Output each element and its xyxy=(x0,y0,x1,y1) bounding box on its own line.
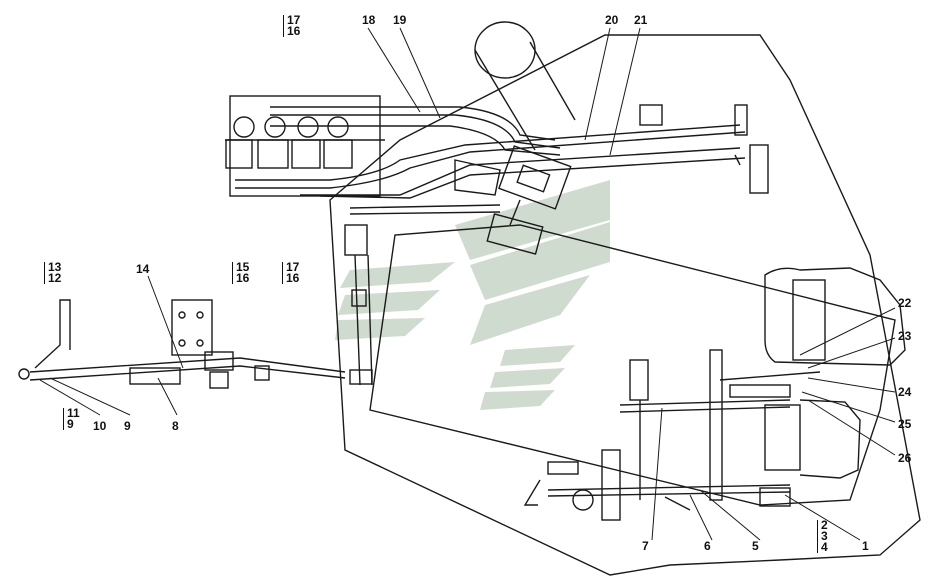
callout-19: 19 xyxy=(393,13,407,27)
callout-17: 17 xyxy=(286,260,300,274)
callout-12: 12 xyxy=(48,271,62,285)
leader-lines xyxy=(39,27,896,541)
callout-14: 14 xyxy=(136,262,150,276)
top-tube-bundle xyxy=(225,21,769,199)
callout-21: 21 xyxy=(634,13,648,27)
left-rod-assembly xyxy=(18,299,346,389)
callout-stack-17-16-top: 17 16 xyxy=(283,13,301,38)
callout-6: 6 xyxy=(704,539,711,553)
callout-16: 16 xyxy=(287,24,301,38)
callout-24: 24 xyxy=(898,385,912,399)
callout-16: 16 xyxy=(236,271,250,285)
callout-7: 7 xyxy=(642,539,649,553)
callout-1: 1 xyxy=(862,539,869,553)
callout-9: 9 xyxy=(124,419,131,433)
pedal-assembly xyxy=(344,145,572,386)
callout-17: 17 xyxy=(287,13,301,27)
callout-2: 2 xyxy=(821,518,828,532)
callout-stack-2-3-4: 2 3 4 xyxy=(817,518,828,554)
callout-20: 20 xyxy=(605,13,619,27)
callout-stack-17-16-mid: 17 16 xyxy=(282,260,300,285)
cab-outline xyxy=(329,34,921,576)
callout-4: 4 xyxy=(821,540,828,554)
callout-11: 11 xyxy=(67,406,80,420)
callout-stack-13-12: 13 12 xyxy=(44,260,62,285)
callout-9: 9 xyxy=(67,417,74,431)
callout-10: 10 xyxy=(93,419,107,433)
callout-8: 8 xyxy=(172,419,179,433)
callout-stack-11-9: 11 9 xyxy=(63,406,80,431)
callout-13: 13 xyxy=(48,260,62,274)
callout-16: 16 xyxy=(286,271,300,285)
callout-3: 3 xyxy=(821,529,828,543)
callout-22: 22 xyxy=(898,296,912,310)
callout-5: 5 xyxy=(752,539,759,553)
callout-stack-15-16: 15 16 xyxy=(232,260,250,285)
callout-18: 18 xyxy=(362,13,376,27)
callout-25: 25 xyxy=(898,417,912,431)
callout-26: 26 xyxy=(898,451,912,465)
callout-23: 23 xyxy=(898,329,912,343)
watermark-logo xyxy=(335,180,610,410)
callout-15: 15 xyxy=(236,260,250,274)
right-lower-assembly xyxy=(523,267,906,521)
